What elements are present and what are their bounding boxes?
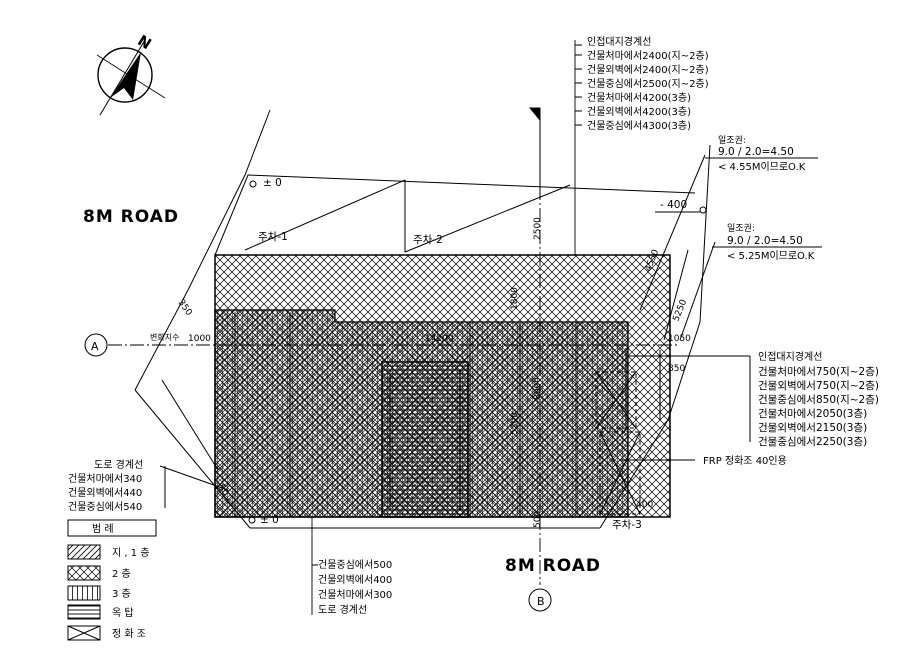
- dim-14200: 14200: [425, 334, 454, 344]
- parking-1-label: 주차-1: [258, 231, 288, 243]
- legend-item-4: 정 화 조: [112, 628, 146, 640]
- level-bottom: ± 0: [260, 514, 279, 526]
- right-setback-note: 인접대지경계선 건물처마에서750(지~2층) 건물외벽에서750(지~2층) …: [628, 350, 879, 448]
- axis-b-label: B: [537, 595, 545, 608]
- legend-item-1: 2 층: [112, 568, 131, 580]
- dim-1800: 1800: [510, 287, 520, 310]
- building-footprint: [214, 254, 671, 518]
- level-marks: ± 0 - 400 ± 0: [248, 177, 707, 526]
- top-note-line-5: 건물외벽에서4200(3층): [587, 106, 691, 118]
- left-setback-note: 도로 경계선 건물처마에서340 건물외벽에서440 건물중심에서540: [68, 458, 229, 513]
- bottom-note-line-0: 건물중심에서500: [318, 559, 392, 571]
- frp-note: FRP 정화조 40인용: [703, 455, 787, 467]
- top-note-line-2: 건물외벽에서2400(지~2층): [587, 64, 709, 76]
- left-note-line-0: 도로 경계선: [94, 458, 143, 471]
- bottom-note-line-2: 건물처마에서300: [318, 589, 392, 601]
- dim-400: 400: [636, 500, 653, 510]
- axis-b: B: [528, 588, 552, 612]
- legend-item-2: 3 층: [112, 588, 131, 600]
- right-note-line-5: 건물외벽에서2150(3층): [758, 422, 867, 434]
- sunlight-mid-formula: 9.0 / 2.0=4.50: [727, 235, 803, 247]
- bottom-note-line-3: 도로 경계선: [318, 603, 367, 616]
- north-arrow: N: [96, 31, 166, 116]
- level-right: - 400: [660, 199, 687, 211]
- left-note-line-3: 건물중심에서540: [68, 501, 142, 513]
- sunlight-top-formula: 9.0 / 2.0=4.50: [718, 146, 794, 158]
- right-note-line-1: 건물처마에서750(지~2층): [758, 366, 879, 378]
- legend: 범 례 지 , 1 층 2 층 3 층 옥 탑 정 화 조: [67, 519, 157, 641]
- legend-swatch-floor-2: [67, 565, 101, 581]
- right-note-line-3: 건물중심에서850(지~2층): [758, 394, 879, 406]
- sunlight-mid-result: < 5.25M이므로O.K: [727, 250, 815, 262]
- north-arrow-icon: [110, 52, 141, 100]
- legend-swatch-penthouse: [67, 604, 101, 620]
- flag: [528, 107, 541, 200]
- dim-8000: 8000: [533, 377, 543, 400]
- road-label-top-left: 8M ROAD: [83, 207, 179, 227]
- top-note-line-3: 건물중심에서2500(지~2층): [587, 78, 709, 90]
- north-label: N: [134, 31, 154, 53]
- right-note-line-6: 건물중심에서2250(3층): [758, 436, 867, 448]
- sunlight-mid-title: 일조권:: [727, 222, 755, 234]
- dim-5200: 5200: [510, 412, 520, 435]
- sunlight-top-title: 일조권:: [718, 134, 746, 146]
- dim-850: 850: [668, 364, 685, 374]
- sunlight-note-top: 일조권: 9.0 / 2.0=4.50 < 4.55M이므로O.K: [705, 134, 818, 173]
- parking-3-label: 주차-3: [612, 519, 642, 531]
- legend-swatch-floor-3: [67, 585, 101, 601]
- top-note-line-0: 인접대지경계선: [587, 35, 651, 48]
- top-note-line-4: 건물처마에서4200(3층): [587, 92, 691, 104]
- dim-1000: 1000: [188, 334, 211, 344]
- sunlight-lines: [625, 154, 716, 430]
- sunlight-note-mid: 일조권: 9.0 / 2.0=4.50 < 5.25M이므로O.K: [712, 222, 822, 262]
- left-note-line-1: 건물처마에서340: [68, 473, 142, 485]
- dim-500: 500: [533, 511, 543, 528]
- right-note-line-0: 인접대지경계선: [758, 350, 822, 363]
- bottom-note-line-1: 건물외벽에서400: [318, 574, 392, 586]
- bottom-setback-note: 건물중심에서500 건물외벽에서400 건물처마에서300 도로 경계선: [312, 559, 392, 616]
- sunlight-top-result: < 4.55M이므로O.K: [718, 161, 806, 173]
- legend-item-3: 옥 탑: [112, 607, 134, 619]
- road-label-bottom: 8M ROAD: [505, 556, 601, 576]
- penthouse-zone: [381, 361, 469, 518]
- top-note-line-6: 건물중심에서4300(3층): [587, 120, 691, 132]
- dim-2500: 2500: [533, 217, 543, 240]
- parking-2-label: 주차-2: [413, 234, 443, 246]
- dim-center-label: 변화지수: [150, 332, 179, 342]
- axis-a: A: [84, 333, 108, 357]
- dim-1050: 1050: [668, 334, 691, 344]
- left-note-line-2: 건물외벽에서440: [68, 487, 142, 499]
- axis-a-label: A: [91, 340, 99, 353]
- right-note-line-4: 건물처마에서2050(3층): [758, 408, 867, 420]
- top-setback-note: 인접대지경계선 건물처마에서2400(지~2층) 건물외벽에서2400(지~2층…: [575, 35, 709, 132]
- septic-tank: [595, 371, 641, 515]
- top-note-line-1: 건물처마에서2400(지~2층): [587, 50, 709, 62]
- legend-swatch-floor-1: [67, 544, 101, 560]
- right-note-line-2: 건물외벽에서750(지~2층): [758, 380, 879, 392]
- legend-title: 범 례: [92, 523, 114, 535]
- level-top: ± 0: [263, 177, 282, 189]
- legend-item-0: 지 , 1 층: [112, 547, 149, 559]
